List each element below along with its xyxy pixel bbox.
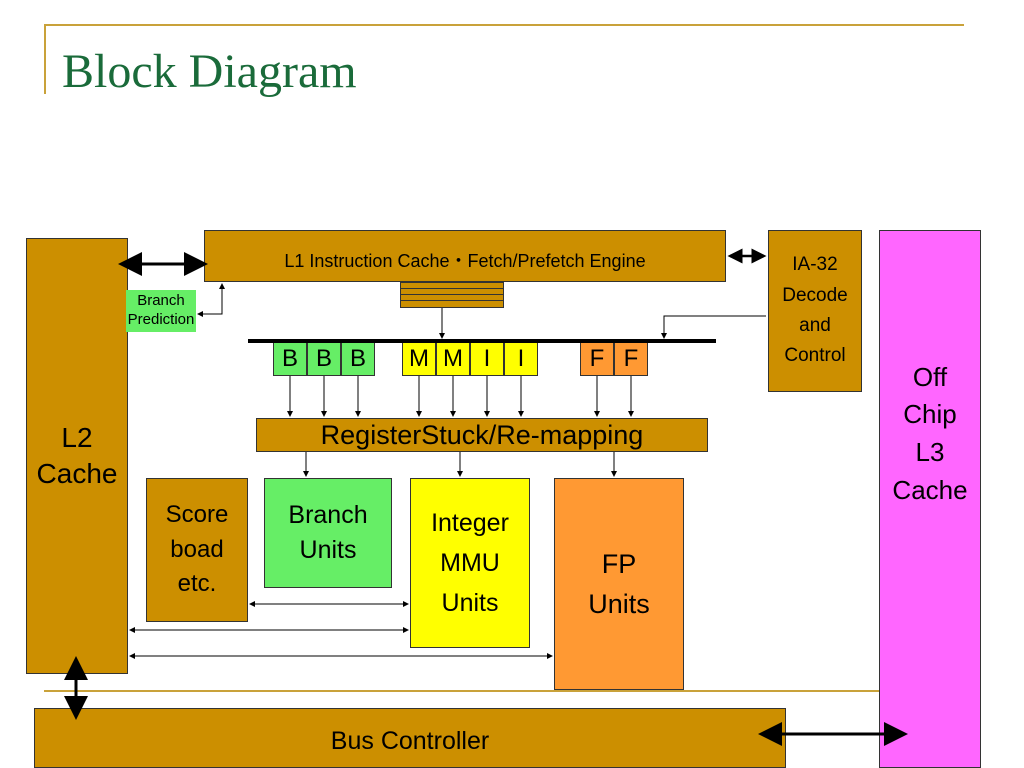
ia32-decode-block: IA-32 Decode and Control: [768, 230, 862, 392]
scoreboard-block: Score boad etc.: [146, 478, 248, 622]
queue-divider: [401, 294, 503, 295]
slide-title: Block Diagram: [62, 45, 357, 98]
l2-cache-block: L2 Cache: [26, 238, 128, 674]
ia32-dispatch-link: [661, 315, 766, 339]
branch-units-block: Branch Units: [264, 478, 392, 588]
memory-issue-unit: M: [402, 342, 436, 376]
l3-cache-block: Off Chip L3 Cache: [879, 230, 981, 768]
integer-mmu-units-block: Integer MMU Units: [410, 478, 530, 648]
memory-issue-unit: M: [436, 342, 470, 376]
fp-issue-unit: F: [580, 342, 614, 376]
register-remapping-block: RegisterStuck/Re-mapping: [256, 418, 708, 452]
branch-prediction-block: Branch Prediction: [126, 290, 196, 332]
branch-prediction-link: [197, 283, 225, 317]
branch-issue-unit: B: [273, 342, 307, 376]
top-rule: [44, 24, 964, 26]
branch-issue-unit: B: [341, 342, 375, 376]
branch-issue-unit: B: [307, 342, 341, 376]
fp-issue-unit: F: [614, 342, 648, 376]
integer-issue-unit: I: [470, 342, 504, 376]
queue-divider: [401, 300, 503, 301]
instruction-queue: [400, 282, 504, 308]
l1-engine-block: L1 Instruction Cache・Fetch/Prefetch Engi…: [204, 230, 726, 282]
bottom-rule: [44, 690, 964, 692]
queue-divider: [401, 288, 503, 289]
left-rule: [44, 24, 46, 94]
fp-units-block: FP Units: [554, 478, 684, 690]
